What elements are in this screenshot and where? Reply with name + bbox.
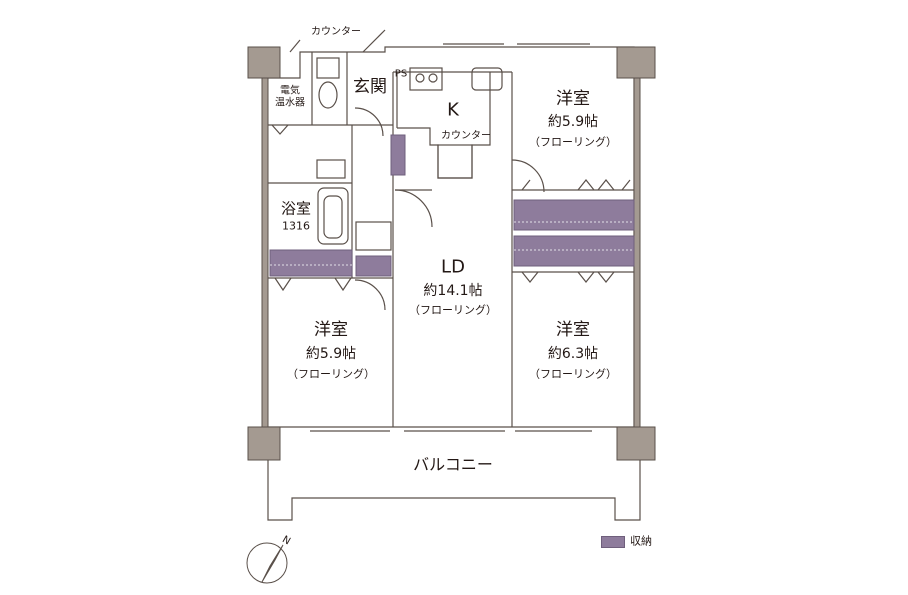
room-area-western-sw: 約5.9帖 <box>305 345 357 362</box>
interior-outline <box>266 46 635 428</box>
label-counter-kitchen: カウンター <box>441 130 491 142</box>
storage-se <box>513 235 635 267</box>
room-name-kitchen: K <box>447 99 459 121</box>
room-name-western-sw: 洋室 <box>314 320 348 341</box>
room-floor-western-se: （フローリング） <box>529 367 617 381</box>
storage-sw <box>269 249 353 277</box>
legend-storage-label: 収納 <box>630 534 652 548</box>
room-area-western-se: 約6.3帖 <box>547 345 599 362</box>
column-ne <box>616 46 656 79</box>
room-name-bath: 浴室 <box>280 199 312 218</box>
room-name-ld: LD <box>441 256 465 278</box>
storage-entry <box>355 255 392 277</box>
label-balcony: バルコニー <box>413 454 493 474</box>
column-se <box>616 426 656 461</box>
room-area-western-ne: 約5.9帖 <box>547 113 599 130</box>
column-sw <box>247 426 281 461</box>
room-floor-western-ne: （フローリング） <box>529 135 617 149</box>
room-area-ld: 約14.1帖 <box>423 282 483 299</box>
balcony-outline <box>267 458 641 521</box>
room-name-entrance: 玄関 <box>353 77 387 98</box>
room-floor-western-sw: （フローリング） <box>287 367 375 381</box>
storage-ne <box>513 199 635 231</box>
storage-hall <box>390 134 406 176</box>
room-floor-ld: （フローリング） <box>409 303 497 317</box>
compass-icon <box>246 542 288 584</box>
label-water-heater: 電気 温水器 <box>275 85 305 109</box>
room-name-western-ne: 洋室 <box>556 89 590 110</box>
legend-storage-swatch <box>601 536 625 548</box>
room-name-western-se: 洋室 <box>556 320 590 341</box>
room-size-bath: 1316 <box>282 219 310 233</box>
label-ps: PS <box>394 68 408 80</box>
label-counter-top: カウンター <box>311 26 361 38</box>
column-nw <box>247 46 281 79</box>
